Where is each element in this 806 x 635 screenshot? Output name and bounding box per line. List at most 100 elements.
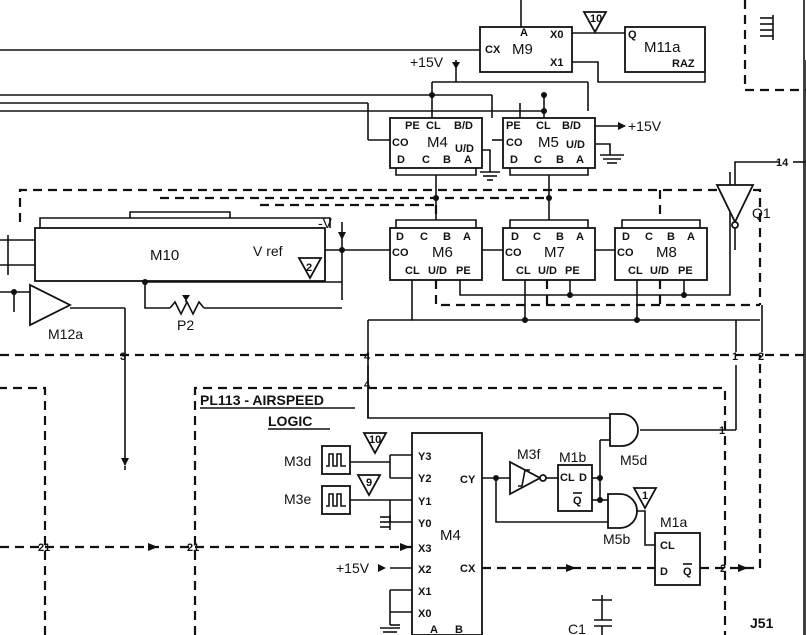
- marker-triangle-2: 2: [297, 257, 323, 280]
- svg-text:U/D: U/D: [428, 265, 447, 277]
- svg-text:U/D: U/D: [566, 139, 585, 151]
- svg-text:B: B: [556, 154, 564, 166]
- svg-text:CO: CO: [506, 137, 523, 149]
- svg-text:B/D: B/D: [454, 120, 473, 132]
- m5-chip: PE CL B/D CO M5 U/D D C B A: [502, 117, 596, 169]
- svg-text:1: 1: [732, 351, 738, 363]
- svg-text:C: C: [534, 154, 542, 166]
- svg-text:CO: CO: [392, 247, 409, 259]
- m3d-label: M3d: [284, 453, 311, 469]
- svg-text:CL: CL: [516, 265, 531, 277]
- svg-text:X3: X3: [418, 543, 431, 555]
- svg-text:C: C: [533, 231, 541, 243]
- svg-text:10: 10: [590, 13, 602, 25]
- svg-text:21: 21: [38, 542, 50, 554]
- svg-text:A: A: [576, 154, 584, 166]
- svg-text:PE: PE: [678, 265, 693, 277]
- m5b-and-gate: M5b: [603, 493, 638, 547]
- svg-text:D: D: [660, 566, 668, 578]
- svg-text:D: D: [397, 154, 405, 166]
- supply-minus-v: -V: [318, 215, 333, 231]
- q1-label: Q1: [752, 205, 771, 221]
- m11a-label: M11a: [644, 39, 681, 56]
- svg-text:D: D: [622, 231, 630, 243]
- m1b-label: M1b: [559, 449, 586, 465]
- svg-text:CX: CX: [460, 563, 476, 575]
- svg-text:D: D: [396, 231, 404, 243]
- svg-text:CO: CO: [505, 247, 522, 259]
- svg-text:C: C: [422, 154, 430, 166]
- svg-text:Y1: Y1: [418, 496, 431, 508]
- p2-label: P2: [177, 317, 194, 333]
- svg-text:B/D: B/D: [562, 120, 581, 132]
- m1a-label: M1a: [660, 514, 687, 530]
- svg-text:CL: CL: [426, 120, 441, 132]
- svg-text:Q: Q: [573, 495, 582, 507]
- svg-text:Q: Q: [683, 566, 692, 578]
- svg-text:2: 2: [720, 563, 726, 575]
- m10-label: M10: [150, 247, 179, 264]
- q1-buffer: Q1: [715, 184, 771, 229]
- ground-hatch-top-right: [760, 15, 774, 40]
- svg-text:Y0: Y0: [418, 518, 431, 530]
- m12a-opamp: M12a: [29, 283, 83, 342]
- ground-hatch-m4-y0: [380, 515, 391, 530]
- svg-text:CL: CL: [560, 472, 575, 484]
- svg-text:4: 4: [364, 351, 371, 363]
- svg-text:14: 14: [776, 157, 789, 169]
- m4-bottom-chip: Y3 Y2 Y1 Y0 X3 X2 X1 X0 CY CX A B M4: [411, 432, 483, 635]
- m6-chip: D C B A CO M6 CL U/D PE: [389, 227, 483, 281]
- supply-plus15-bottom: +15V: [336, 560, 370, 576]
- m11a-pin-raz: RAZ: [672, 58, 695, 70]
- svg-text:PE: PE: [565, 265, 580, 277]
- svg-text:U/D: U/D: [455, 143, 474, 155]
- svg-text:CO: CO: [392, 137, 409, 149]
- marker-triangle-10-bottom: 10: [362, 432, 388, 455]
- m3d-oscillator: M3d: [284, 445, 351, 475]
- m7-chip: D C B A CO M7 CL U/D PE: [502, 227, 596, 281]
- svg-text:2: 2: [306, 262, 312, 274]
- svg-text:3: 3: [120, 351, 126, 363]
- c1-capacitor: C1: [568, 595, 612, 635]
- svg-text:CL: CL: [405, 265, 420, 277]
- svg-text:CL: CL: [660, 540, 675, 552]
- svg-text:D: D: [579, 472, 587, 484]
- svg-text:CL: CL: [536, 120, 551, 132]
- svg-text:PE: PE: [456, 265, 471, 277]
- p2-potentiometer: P2: [169, 300, 205, 333]
- marker-triangle-10-top: 10: [582, 11, 608, 34]
- svg-text:X0: X0: [418, 608, 431, 620]
- supply-plus15-top: +15V: [410, 54, 444, 70]
- svg-text:A: A: [430, 624, 438, 635]
- m7-label: M7: [544, 244, 565, 261]
- ground-hatch-bottom: [380, 627, 400, 633]
- ground-symbol-m4: [480, 171, 500, 181]
- svg-text:10: 10: [369, 434, 381, 446]
- m3e-oscillator: M3e: [284, 485, 351, 515]
- m3f-schmitt-inverter: M3f: [509, 446, 547, 496]
- svg-text:1: 1: [719, 425, 725, 437]
- m5d-and-gate: M5d: [609, 413, 647, 468]
- svg-text:A: A: [687, 231, 695, 243]
- pl113-title: PL113 - AIRSPEED LOGIC: [200, 392, 355, 430]
- ground-symbol-m5: [600, 154, 624, 164]
- svg-text:X2: X2: [418, 564, 431, 576]
- m3e-label: M3e: [284, 491, 311, 507]
- marker-triangle-1: 1: [632, 487, 658, 510]
- svg-text:D: D: [511, 231, 519, 243]
- m4-bottom-label: M4: [440, 527, 461, 544]
- svg-text:A: A: [576, 231, 584, 243]
- svg-text:B: B: [455, 624, 463, 635]
- svg-text:C: C: [420, 231, 428, 243]
- m3f-label: M3f: [517, 446, 540, 462]
- svg-text:A: A: [464, 154, 472, 166]
- svg-text:PE: PE: [405, 120, 420, 132]
- svg-text:Y3: Y3: [418, 451, 431, 463]
- m5b-label: M5b: [603, 531, 630, 547]
- marker-triangle-9: 9: [356, 474, 382, 497]
- m9-pin-a: A: [520, 27, 528, 39]
- svg-text:PE: PE: [506, 120, 521, 132]
- m1a-flipflop: CL D Q M1a: [654, 514, 701, 586]
- svg-text:CO: CO: [617, 247, 634, 259]
